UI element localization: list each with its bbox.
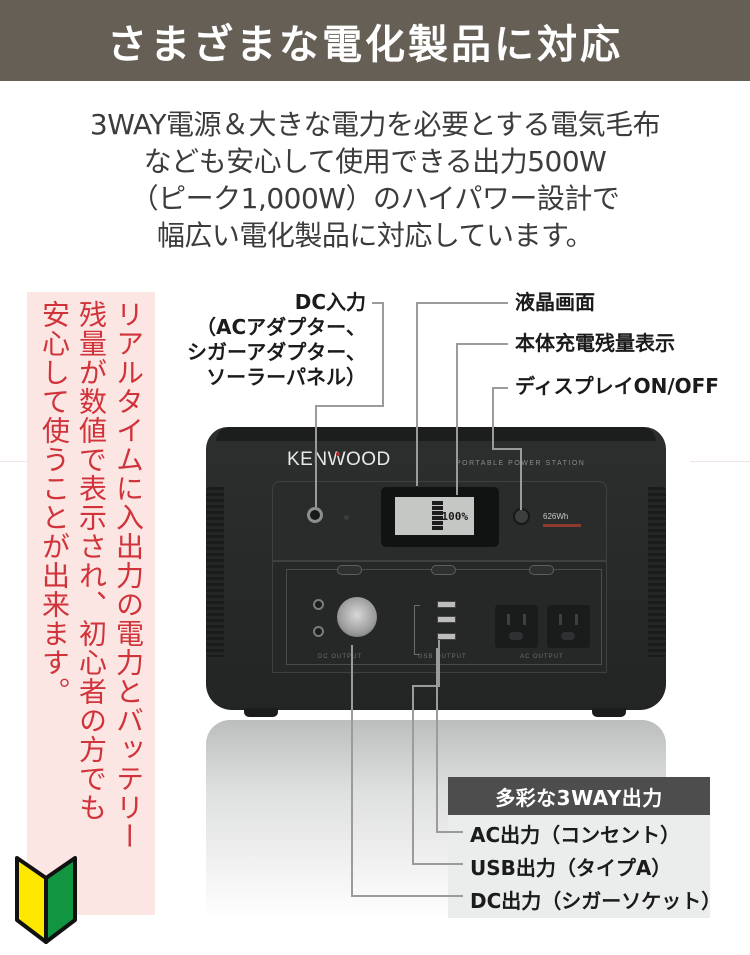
lcd-screen: 100% bbox=[395, 497, 474, 535]
leader-line bbox=[416, 302, 508, 304]
leader-line bbox=[412, 863, 463, 865]
display-power-button bbox=[513, 508, 530, 525]
panel-label: AC OUTPUT bbox=[520, 654, 564, 660]
usb-output-button bbox=[431, 565, 456, 575]
beginner-driver-mark-icon bbox=[15, 856, 77, 944]
page-title: さまざまな電化製品に対応 bbox=[107, 21, 623, 68]
intro-line: （ピーク1,000W）のハイパワー設計で bbox=[130, 182, 620, 215]
leader-line bbox=[436, 648, 438, 833]
intro-line: なども安心して使用できる出力500W bbox=[143, 145, 607, 178]
leader-line bbox=[315, 405, 317, 507]
callout-battery-display: 本体充電残量表示 bbox=[515, 331, 675, 355]
callout-line: シガーアダプター、 bbox=[187, 340, 366, 364]
power-station-image: KENWOOD PORTABLE POWER STATION 100% 626W… bbox=[206, 427, 666, 717]
panel-label: DC OUTPUT bbox=[318, 654, 362, 660]
intro-line: 3WAY電源＆大きな電力を必要とする電気毛布 bbox=[89, 108, 661, 141]
leader-line bbox=[436, 831, 463, 833]
callout-dc-input: DC入力 （ACアダプター、 シガーアダプター、 ソーラーパネル） bbox=[187, 290, 366, 390]
header-banner: さまざまな電化製品に対応 bbox=[0, 0, 750, 81]
device-grip-right bbox=[648, 487, 666, 657]
leader-line bbox=[438, 640, 440, 687]
note-text: リアルタイムに入出力の電力とバッテリー 残量が数値で表示され、初心者の方でも 安… bbox=[38, 300, 145, 851]
capacity-accent bbox=[543, 524, 581, 527]
dc-port-icon bbox=[313, 626, 324, 637]
brand-accent-dot bbox=[336, 452, 340, 456]
device-top-ridge bbox=[216, 427, 656, 441]
usb-port-icon bbox=[437, 616, 456, 623]
leader-line bbox=[412, 685, 414, 865]
device-foot bbox=[592, 708, 626, 717]
usb-port-icon bbox=[437, 601, 456, 608]
leader-line bbox=[492, 448, 521, 450]
usb-bracket bbox=[414, 605, 420, 655]
device-foot bbox=[244, 708, 278, 717]
device-subtitle: PORTABLE POWER STATION bbox=[456, 460, 586, 467]
dc-output-button bbox=[337, 565, 362, 575]
output-item-ac: AC出力（コンセント） bbox=[470, 823, 681, 847]
leader-line bbox=[416, 302, 418, 486]
leader-line bbox=[492, 387, 508, 389]
cigarette-socket-icon bbox=[337, 597, 377, 637]
divider bbox=[690, 461, 750, 462]
callout-display-toggle: ディスプレイON/OFF bbox=[515, 374, 719, 398]
battery-bars-icon bbox=[432, 501, 443, 531]
outputs-legend-title: 多彩な3WAY出力 bbox=[448, 777, 710, 815]
dc-input-port-icon bbox=[307, 507, 323, 523]
callout-line: DC入力 bbox=[294, 290, 366, 314]
output-item-usb: USB出力（タイプA） bbox=[470, 856, 672, 880]
leader-line bbox=[412, 685, 440, 687]
leader-line bbox=[382, 302, 384, 407]
leader-line bbox=[520, 448, 522, 510]
leader-line bbox=[372, 302, 384, 304]
leader-line bbox=[456, 343, 458, 495]
ac-outlet-icon bbox=[495, 605, 538, 648]
usb-port-icon bbox=[437, 633, 456, 640]
callout-line: ソーラーパネル） bbox=[206, 365, 366, 389]
leader-line bbox=[315, 405, 384, 407]
note-panel bbox=[27, 292, 155, 915]
device-grip-left bbox=[206, 487, 224, 657]
capacity-label: 626Wh bbox=[543, 512, 569, 521]
intro-paragraph: 3WAY電源＆大きな電力を必要とする電気毛布 なども安心して使用できる出力500… bbox=[0, 106, 750, 254]
leader-line bbox=[456, 343, 508, 345]
output-item-dc: DC出力（シガーソケット） bbox=[470, 889, 722, 913]
panel-label: USB OUTPUT bbox=[418, 654, 467, 660]
lcd-value: 100% bbox=[441, 509, 469, 523]
indicator-led bbox=[344, 515, 349, 520]
brand-logo: KENWOOD bbox=[287, 449, 391, 470]
leader-line bbox=[492, 387, 494, 449]
leader-line bbox=[351, 645, 353, 897]
ac-output-button bbox=[529, 565, 554, 575]
callout-line: （ACアダプター、 bbox=[196, 315, 366, 339]
divider bbox=[0, 461, 27, 462]
ac-outlet-icon bbox=[547, 605, 590, 648]
leader-line bbox=[351, 895, 463, 897]
callout-lcd: 液晶画面 bbox=[515, 290, 595, 314]
intro-line: 幅広い電化製品に対応しています。 bbox=[156, 219, 594, 252]
dc-port-icon bbox=[313, 599, 324, 610]
